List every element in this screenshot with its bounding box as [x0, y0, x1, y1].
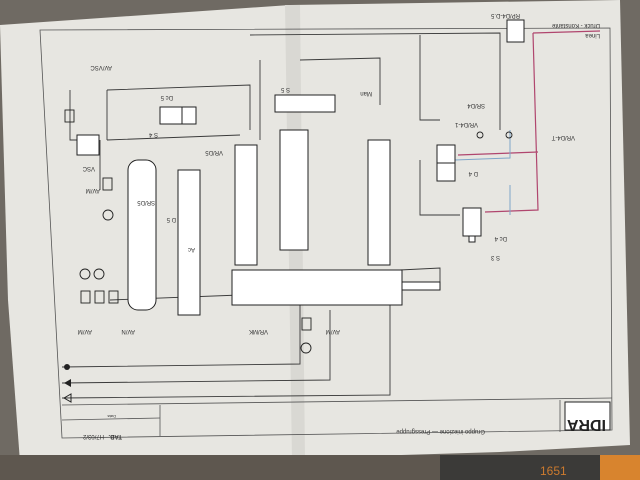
legend-filled-triangle-icon [64, 379, 71, 387]
legend-open-triangle-icon [62, 393, 72, 403]
label-d5: D 5 [166, 216, 176, 222]
label-sr-d4: SR/D4 [467, 102, 485, 108]
drawing-frame [39, 27, 613, 439]
valve-dc5-right [181, 106, 197, 125]
drawing-description: Gruppo iniezione — Pressgruppe [396, 428, 485, 434]
pressure-gauge-icon [300, 342, 312, 354]
injection-cylinder-left [234, 144, 258, 266]
label-sr-d5: SR/D5 [137, 199, 155, 205]
paper-sheet [0, 0, 630, 462]
legend-dot-icon [64, 364, 70, 370]
valve-dc5 [159, 106, 183, 125]
directional-valve-d4-bottom [436, 162, 456, 182]
label-vr-mk: VR/MK [249, 328, 268, 334]
solenoid-valve-dc4 [462, 207, 482, 237]
label-druck-konstante: Druck - Konstante [551, 22, 600, 28]
label-man: Man [360, 90, 372, 96]
date-label: Data [107, 414, 116, 419]
label-ac: Ac [188, 246, 195, 252]
shutoff-valve-icon [94, 290, 105, 304]
shutoff-valve-icon [301, 317, 312, 331]
label-av-vsc: AV/VSC [90, 64, 112, 70]
valve-man [274, 94, 336, 113]
pressure-gauge-icon [93, 268, 105, 280]
check-valve-icon [505, 131, 513, 139]
shutoff-valve-icon [108, 290, 119, 304]
shutoff-valve-icon [102, 177, 113, 191]
return-line [454, 130, 511, 215]
title-block-logo-box [564, 401, 611, 431]
sheet-number: H7/03/2 [82, 433, 104, 439]
shutoff-valve-icon [64, 109, 75, 123]
pressure-valve-rp-d4 [506, 19, 525, 43]
label-rp-d4-d5: RP/D4-D.5 [490, 12, 520, 18]
label-av-n: AV/N [121, 328, 135, 334]
injection-rod [401, 281, 441, 291]
label-d4: D 4 [468, 170, 478, 176]
label-vr-d4-1: VR/D4-1 [454, 121, 478, 127]
label-dc4: Dc 4 [494, 235, 507, 241]
label-vr-d4-t: VR/D4-T [551, 134, 575, 140]
injection-cylinder-center [279, 129, 309, 251]
accumulator-bottle [127, 159, 157, 311]
injection-cylinder-right [367, 139, 391, 266]
pressure-line [457, 30, 601, 213]
label-s3: S 3 [490, 254, 500, 260]
cylinder-ac [177, 169, 201, 316]
background-digits: 1651 [540, 464, 567, 478]
company-logo: IDRA [566, 416, 606, 433]
label-linea: Linea [585, 32, 600, 38]
shutoff-valve-icon [80, 290, 91, 304]
label-s4: S 4 [148, 131, 158, 137]
check-valve-icon [476, 131, 484, 139]
label-vr-d5: VR/D5 [205, 149, 223, 155]
valve-vsc [76, 134, 100, 156]
solenoid-coil-s3 [468, 235, 476, 243]
pressure-gauge-icon [79, 268, 91, 280]
sheet-label: TAB. [108, 433, 122, 439]
label-vsc: VSC [82, 165, 95, 171]
label-av-m-right: AV/M [326, 328, 340, 334]
label-av-m-top: AV/M [86, 187, 100, 193]
injection-body [231, 269, 403, 306]
pressure-gauge-icon [102, 209, 114, 221]
pipework [61, 32, 501, 399]
label-av-m-bottom: AV/M [78, 328, 92, 334]
label-s5: S 5 [280, 86, 290, 92]
directional-valve-d4-top [436, 144, 456, 164]
label-dc5: Dc 5 [160, 94, 173, 100]
